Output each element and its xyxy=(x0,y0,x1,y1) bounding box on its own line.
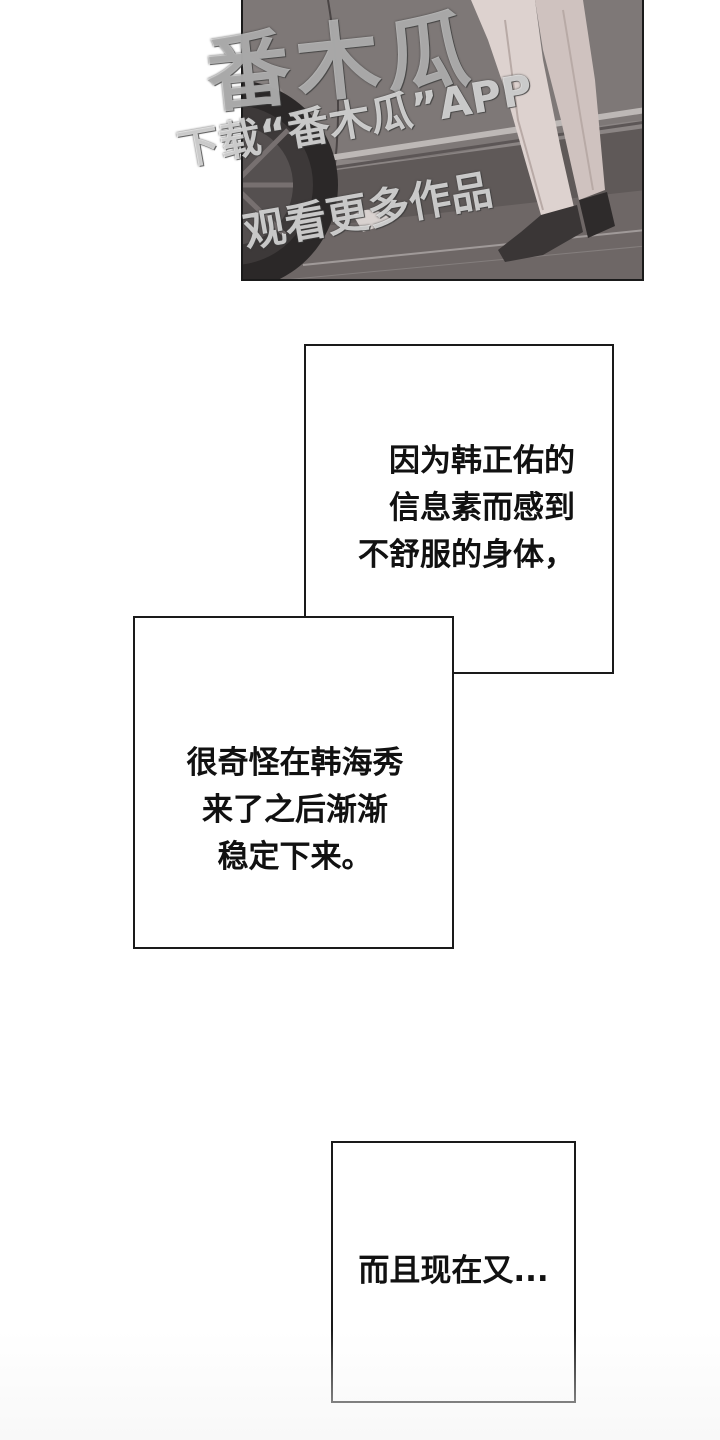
caption-3-line-1: 而且现在又... xyxy=(358,1253,549,1289)
caption-1-text: 因为韩正佑的 信息素而感到 不舒服的身体， xyxy=(345,438,575,579)
caption-2-line-1: 很奇怪在韩海秀 xyxy=(186,745,404,781)
bottom-fade xyxy=(0,1330,720,1440)
car-scene-illustration xyxy=(243,0,642,279)
caption-2-line-2: 来了之后渐渐 xyxy=(202,792,388,828)
caption-3-text: 而且现在又... xyxy=(331,1248,576,1295)
caption-2-text: 很奇怪在韩海秀 来了之后渐渐 稳定下来。 xyxy=(160,740,430,881)
caption-2-line-3: 稳定下来。 xyxy=(217,839,373,875)
caption-1-line-2: 信息素而感到 xyxy=(389,490,575,526)
caption-1-line-3: 不舒服的身体， xyxy=(358,537,575,573)
caption-box-overlap-fill xyxy=(306,618,452,672)
caption-1-line-1: 因为韩正佑的 xyxy=(389,443,575,479)
comic-panel-car-scene xyxy=(241,0,644,281)
caption-box-overlap-edge xyxy=(452,672,614,674)
